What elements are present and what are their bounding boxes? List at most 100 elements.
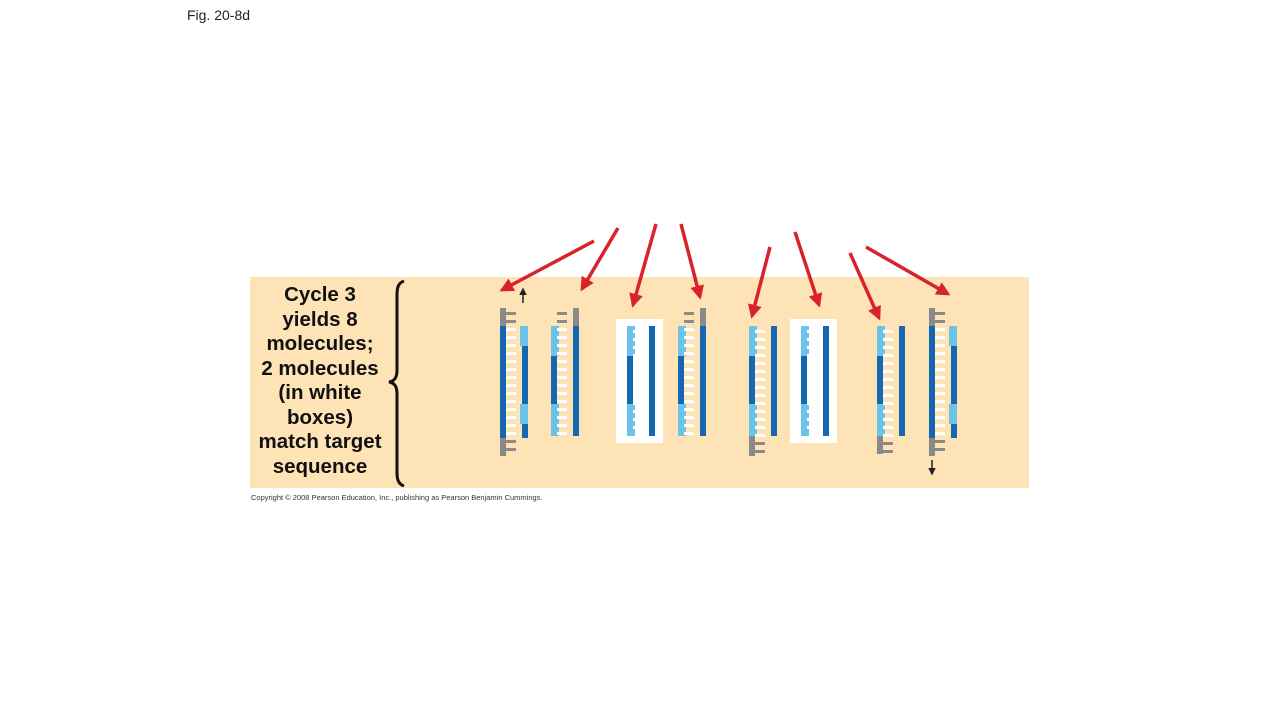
base-pair-rung <box>506 360 516 363</box>
base-pair-rung <box>883 450 893 453</box>
base-pair-rung <box>883 354 893 357</box>
base-pair-rung <box>633 362 643 365</box>
base-pair-rung <box>557 416 567 419</box>
strand-light-segment <box>520 326 528 346</box>
base-pair-rung <box>557 336 567 339</box>
pointer-arrow <box>865 245 951 296</box>
caption: Cycle 3 yields 8 molecules; 2 molecules … <box>250 283 390 479</box>
caption-line: sequence <box>272 454 368 478</box>
base-pair-rung <box>506 400 516 403</box>
base-pair-rung <box>935 312 945 315</box>
base-pair-rung <box>557 408 567 411</box>
strand-light-segment <box>877 404 885 436</box>
strand-dark-segment <box>649 326 655 436</box>
base-pair-rung <box>755 410 765 413</box>
strand-dark-segment <box>551 326 557 436</box>
base-pair-rung <box>684 408 694 411</box>
base-pair-rung <box>755 330 765 333</box>
strand-dark-segment <box>627 326 633 436</box>
strand-dark-segment <box>678 326 684 436</box>
base-pair-rung <box>807 346 817 349</box>
brace <box>388 279 405 488</box>
caption-line: (in white <box>278 381 362 404</box>
caption-line: 2 molecules <box>261 356 379 380</box>
base-pair-rung <box>506 376 516 379</box>
base-pair-rung <box>755 386 765 389</box>
strand-light-segment <box>949 404 957 424</box>
base-pair-rung <box>935 416 945 419</box>
strand-dark-segment <box>951 326 957 438</box>
base-pair-rung <box>807 410 817 413</box>
base-pair-rung <box>684 400 694 403</box>
base-pair-rung <box>935 320 945 323</box>
caption-line: molecules; <box>266 332 374 355</box>
base-pair-rung <box>807 354 817 357</box>
base-pair-rung <box>684 368 694 371</box>
strand-light-segment <box>627 404 635 436</box>
strand-dark-segment <box>500 326 506 438</box>
base-pair-rung <box>557 432 567 435</box>
base-pair-rung <box>807 426 817 429</box>
base-pair-rung <box>883 370 893 373</box>
base-pair-rung <box>883 418 893 421</box>
base-pair-rung <box>755 394 765 397</box>
base-pair-rung <box>633 346 643 349</box>
base-pair-rung <box>883 338 893 341</box>
base-pair-rung <box>755 354 765 357</box>
base-pair-rung <box>807 330 817 333</box>
pointer-arrow <box>793 231 823 308</box>
dna-molecule <box>929 308 957 456</box>
base-pair-rung <box>506 392 516 395</box>
pointer-arrow <box>748 246 772 319</box>
base-pair-rung <box>807 370 817 373</box>
caption-line: yields 8 <box>282 307 358 331</box>
strand-gray-segment <box>929 438 935 456</box>
base-pair-rung <box>633 410 643 413</box>
base-pair-rung <box>506 344 516 347</box>
base-pair-rung <box>807 338 817 341</box>
dna-molecule <box>678 308 706 436</box>
base-pair-rung <box>684 392 694 395</box>
strand-dark-segment <box>749 326 755 436</box>
base-pair-rung <box>557 352 567 355</box>
base-pair-rung <box>557 368 567 371</box>
base-pair-rung <box>755 450 765 453</box>
pointer-arrow <box>499 239 595 292</box>
base-pair-rung <box>684 424 694 427</box>
base-pair-rung <box>557 384 567 387</box>
strand-dark-segment <box>771 326 777 436</box>
base-pair-rung <box>633 402 643 405</box>
strand-light-segment <box>801 326 809 356</box>
strand-light-segment <box>551 326 559 356</box>
base-pair-rung <box>807 418 817 421</box>
base-pair-rung <box>883 410 893 413</box>
base-pair-rung <box>755 426 765 429</box>
strand-dark-segment <box>877 326 883 436</box>
base-pair-rung <box>684 360 694 363</box>
figure-label: Fig. 20-8d <box>187 7 251 23</box>
base-pair-rung <box>506 384 516 387</box>
base-pair-rung <box>883 426 893 429</box>
base-pair-rung <box>633 426 643 429</box>
strand-light-segment <box>877 326 885 356</box>
base-pair-rung <box>684 416 694 419</box>
base-pair-rung <box>684 432 694 435</box>
strand-dark-segment <box>573 326 579 436</box>
base-pair-rung <box>633 394 643 397</box>
dna-molecule <box>500 308 528 456</box>
base-pair-rung <box>935 360 945 363</box>
base-pair-rung <box>935 336 945 339</box>
base-pair-rung <box>633 370 643 373</box>
base-pair-rung <box>633 330 643 333</box>
strand-gray-segment <box>700 308 706 326</box>
dna-molecule <box>801 326 829 436</box>
base-pair-rung <box>755 442 765 445</box>
base-pair-rung <box>883 402 893 405</box>
base-pair-rung <box>755 370 765 373</box>
dna-molecule <box>627 326 655 436</box>
strand-light-segment <box>627 326 635 356</box>
pointer-arrow <box>679 223 704 300</box>
base-pair-rung <box>755 362 765 365</box>
base-pair-rung <box>633 354 643 357</box>
